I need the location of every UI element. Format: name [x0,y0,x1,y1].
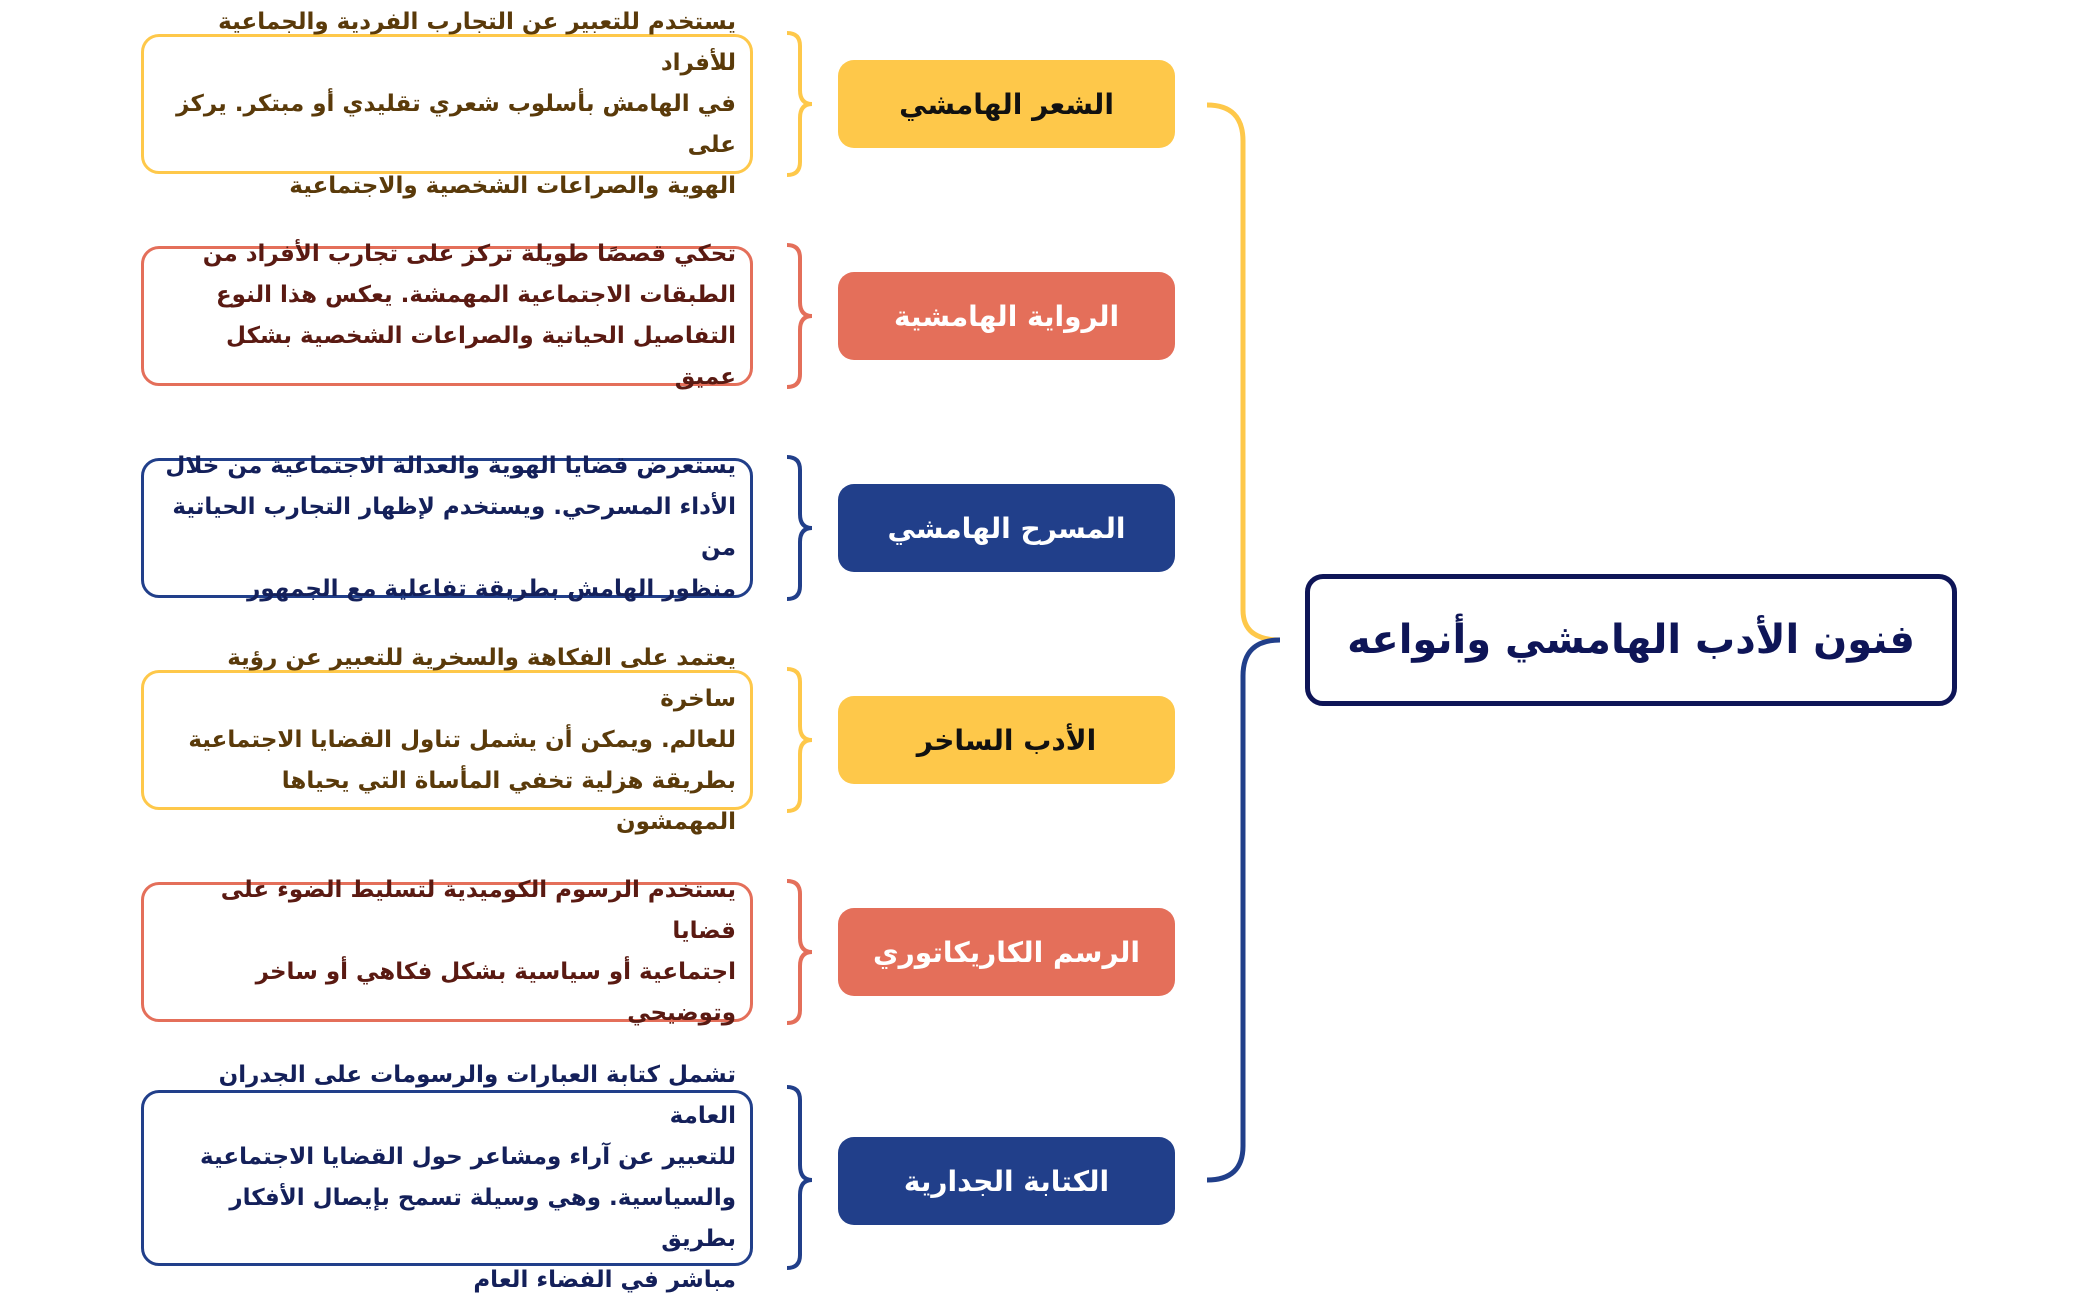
branch-label-text: الكتابة الجدارية [903,1164,1110,1198]
branch-label-marginal-novel: الرواية الهامشية [838,272,1175,360]
diagram-title: فنون الأدب الهامشي وأنواعه [1347,617,1915,663]
branch-label-text: الرسم الكاريكاتوري [873,935,1140,969]
brace-5 [786,879,813,1025]
branch-label-text: الشعر الهامشي [899,87,1114,121]
brace-1 [786,31,813,177]
description-text: يستخدم للتعبير عن التجارب الفردية والجما… [176,8,736,199]
description-text: يعتمد على الفكاهة والسخرية للتعبير عن رؤ… [188,644,736,835]
description-text: تشمل كتابة العبارات والرسومات على الجدرا… [200,1062,736,1293]
description-text: يستخدم الرسوم الكوميدية لتسليط الضوء على… [220,877,736,1026]
branch-description-graffiti: تشمل كتابة العبارات والرسومات على الجدرا… [141,1062,753,1293]
branch-description-satirical-literature: يعتمد على الفكاهة والسخرية للتعبير عن رؤ… [141,645,753,835]
brace-3 [786,455,813,601]
branch-label-caricature: الرسم الكاريكاتوري [838,908,1175,996]
branch-label-graffiti: الكتابة الجدارية [838,1137,1175,1225]
main-bracket-bottom [1206,637,1281,1183]
branch-description-marginal-poetry: يستخدم للتعبير عن التجارب الفردية والجما… [141,9,753,199]
description-text: يستعرض قضايا الهوية والعدالة الاجتماعية … [165,453,736,602]
brace-2 [786,243,813,389]
branch-label-marginal-theater: المسرح الهامشي [838,484,1175,572]
title-box: فنون الأدب الهامشي وأنواعه [1305,574,1957,706]
branch-label-marginal-poetry: الشعر الهامشي [838,60,1175,148]
description-text: تحكي قصصًا طويلة تركز على تجارب الأفراد … [202,241,736,390]
branch-description-marginal-novel: تحكي قصصًا طويلة تركز على تجارب الأفراد … [141,241,753,390]
branch-description-marginal-theater: يستعرض قضايا الهوية والعدالة الاجتماعية … [141,453,753,602]
branch-description-caricature: يستخدم الرسوم الكوميدية لتسليط الضوء على… [141,877,753,1026]
main-bracket-top [1206,102,1281,643]
branch-label-text: المسرح الهامشي [887,511,1126,545]
brace-4 [786,667,813,813]
branch-label-text: الأدب الساخر [916,723,1097,757]
brace-6 [786,1085,813,1270]
branch-label-text: الرواية الهامشية [893,299,1120,333]
branch-label-satirical-literature: الأدب الساخر [838,696,1175,784]
